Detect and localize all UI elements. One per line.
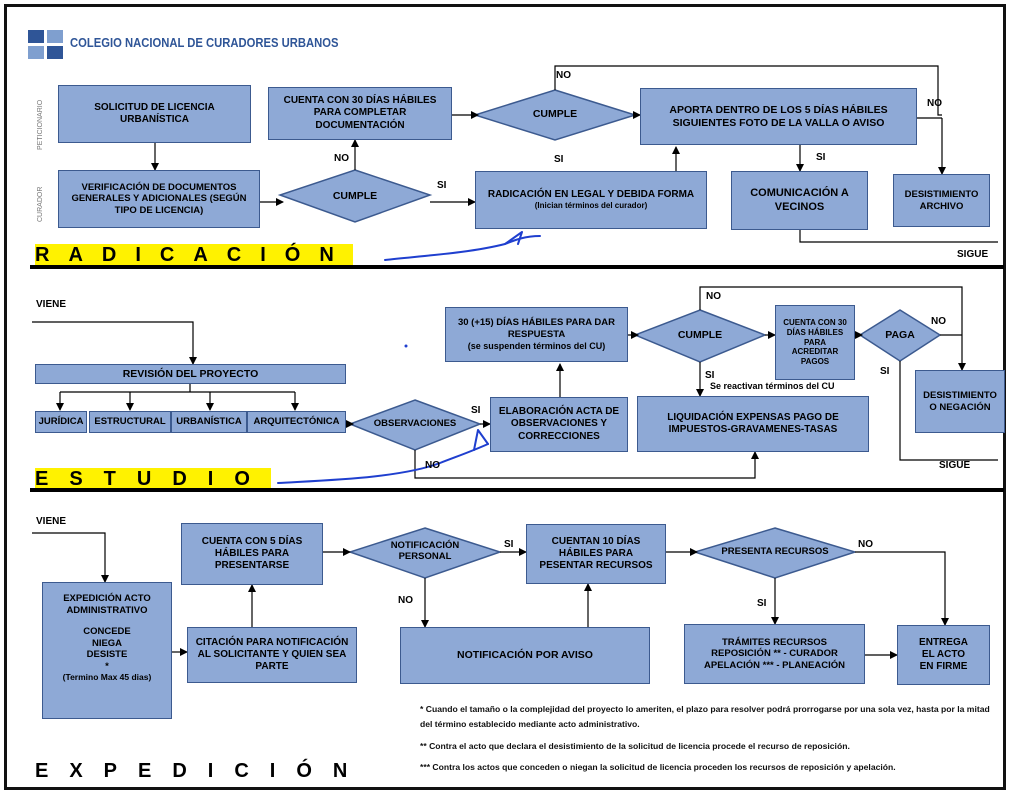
section-title-radicacion: RADICACIÓN bbox=[35, 244, 353, 266]
expedicion-acto-box: EXPEDICIÓN ACTO ADMINISTRATIVO CONCEDE N… bbox=[42, 582, 172, 719]
estructural-box: ESTRUCTURAL bbox=[89, 411, 171, 433]
dias-respuesta-box: 30 (+15) DÍAS HÁBILES PARA DAR RESPUESTA… bbox=[445, 307, 628, 362]
radicacion-legal-title: RADICACIÓN EN LEGAL Y DEBIDA FORMA bbox=[487, 189, 695, 201]
note-3: *** Contra los actos que conceden o nieg… bbox=[420, 762, 896, 772]
separator-2 bbox=[30, 488, 1004, 492]
elaboracion-acta-box: ELABORACIÓN ACTA DE OBSERVACIONES Y CORR… bbox=[490, 397, 628, 452]
solicitud-licencia-box: SOLICITUD DE LICENCIA URBANÍSTICA bbox=[58, 85, 251, 143]
expedicion-asterisk: * bbox=[105, 660, 109, 672]
comunicacion-vecinos-box: COMUNICACIÓN A VECINOS bbox=[731, 171, 868, 230]
section-title-expedicion: EXPEDICIÓN bbox=[35, 760, 369, 782]
juridica-box: JURÍDICA bbox=[35, 411, 87, 433]
dias-respuesta-main: 30 (+15) DÍAS HÁBILES PARA DAR RESPUESTA bbox=[457, 317, 616, 341]
label-sigue-2: SIGUE bbox=[939, 460, 971, 471]
label-si-6: SI bbox=[471, 405, 481, 416]
tramites-recursos-box: TRÁMITES RECURSOS REPOSICIÓN ** - CURADO… bbox=[684, 624, 865, 684]
cuenta-5-dias-box: CUENTA CON 5 DÍAS HÁBILES PARA PRESENTAR… bbox=[181, 523, 323, 585]
label-si-3: SI bbox=[437, 180, 447, 191]
label-si-7: SI bbox=[504, 539, 514, 550]
label-no-1: NO bbox=[556, 70, 571, 81]
urbanistica-box: URBANÍSTICA bbox=[171, 411, 247, 433]
logo-icon bbox=[28, 30, 64, 60]
diamond-observaciones-label: OBSERVACIONES bbox=[373, 418, 457, 429]
diamond-cumple-estudio-label: CUMPLE bbox=[677, 329, 723, 341]
label-si-2: SI bbox=[816, 152, 826, 163]
diamond-cumple-mid-label: CUMPLE bbox=[332, 190, 378, 202]
radicacion-legal-box: RADICACIÓN EN LEGAL Y DEBIDA FORMA (Inic… bbox=[475, 171, 707, 229]
label-si-8: SI bbox=[757, 598, 767, 609]
label-si-1: SI bbox=[554, 154, 564, 165]
reactivan-terminos-label: Se reactivan términos del CU bbox=[710, 381, 835, 391]
expedicion-concede: CONCEDE NIEGA DESISTE bbox=[83, 626, 131, 661]
aporta-valla-box: APORTA DENTRO DE LOS 5 DÍAS HÁBILES SIGU… bbox=[640, 88, 917, 145]
cuenta-30-pagos-box: CUENTA CON 30 DÍAS HÁBILES PARA ACREDITA… bbox=[775, 305, 855, 380]
diamond-presenta-label: PRESENTA RECURSOS bbox=[721, 546, 829, 557]
label-no-4: NO bbox=[706, 291, 721, 302]
section-title-estudio: ESTUDIO bbox=[35, 468, 271, 490]
cuenta-30-dias-box: CUENTA CON 30 DÍAS HÁBILES PARA COMPLETA… bbox=[268, 87, 452, 140]
separator-1 bbox=[30, 265, 1004, 269]
liquidacion-expensas-box: LIQUIDACIÓN EXPENSAS PAGO DE IMPUESTOS-G… bbox=[637, 396, 869, 452]
entrega-acto-box: ENTREGA EL ACTO EN FIRME bbox=[897, 625, 990, 685]
revision-proyecto-box: REVISIÓN DEL PROYECTO bbox=[35, 364, 346, 384]
citacion-notificacion-box: CITACIÓN PARA NOTIFICACIÓN AL SOLICITANT… bbox=[187, 627, 357, 683]
label-si-4: SI bbox=[705, 370, 715, 381]
label-no-3: NO bbox=[334, 153, 349, 164]
expedicion-acto-title: EXPEDICIÓN ACTO ADMINISTRATIVO bbox=[63, 593, 151, 616]
label-no-7: NO bbox=[398, 595, 413, 606]
label-sigue-1: SIGUE bbox=[957, 249, 989, 260]
dias-respuesta-sub: (se suspenden términos del CU) bbox=[467, 340, 606, 351]
cuentan-10-dias-box: CUENTAN 10 DÍAS HÁBILES PARA PESENTAR RE… bbox=[526, 524, 666, 584]
note-1: * Cuando el tamaño o la complejidad del … bbox=[420, 704, 990, 729]
diamond-paga-label: PAGA bbox=[885, 329, 915, 341]
label-no-2: NO bbox=[927, 98, 942, 109]
diamond-cumple-mid bbox=[277, 169, 433, 223]
label-no-8: NO bbox=[858, 539, 873, 550]
tramites-line-3: APELACIÓN *** - PLANEACIÓN bbox=[704, 659, 845, 671]
diamond-cumple-top-label: CUMPLE bbox=[532, 108, 578, 120]
expedicion-termino: (Termino Max 45 dias) bbox=[62, 672, 152, 683]
verificacion-documentos-box: VERIFICACIÓN DE DOCUMENTOS GENERALES Y A… bbox=[58, 170, 260, 228]
label-viene-1: VIENE bbox=[36, 299, 67, 310]
label-si-5: SI bbox=[880, 366, 890, 377]
desistimiento-archivo-box: DESISTIMIENTO ARCHIVO bbox=[893, 174, 990, 227]
diamond-notificacion-label: NOTIFICACIÓN PERSONAL bbox=[390, 540, 460, 562]
tramites-line-1: TRÁMITES RECURSOS bbox=[721, 636, 828, 648]
org-name: COLEGIO NACIONAL DE CURADORES URBANOS bbox=[70, 36, 339, 50]
tramites-line-2: REPOSICIÓN ** - CURADOR bbox=[711, 648, 838, 660]
label-no-5: NO bbox=[931, 316, 946, 327]
arquitectonica-box: ARQUITECTÓNICA bbox=[247, 411, 346, 433]
desistimiento-negacion-box: DESISTIMIENTO O NEGACIÓN bbox=[915, 370, 1005, 433]
radicacion-legal-sub: (Inician términos del curador) bbox=[534, 201, 648, 211]
diamond-cumple-top bbox=[472, 89, 638, 141]
note-2: ** Contra el acto que declara el desisti… bbox=[420, 741, 850, 751]
label-viene-2: VIENE bbox=[36, 516, 67, 527]
label-no-6: NO bbox=[425, 460, 440, 471]
notificacion-aviso-box: NOTIFICACIÓN POR AVISO bbox=[400, 627, 650, 684]
